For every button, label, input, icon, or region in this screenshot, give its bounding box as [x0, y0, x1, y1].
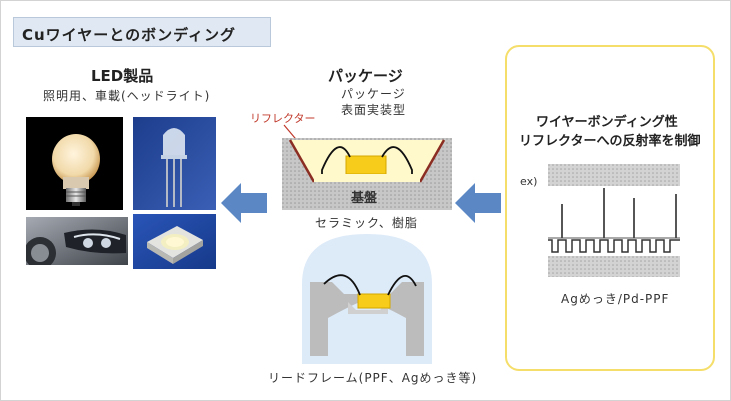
arrow-to-package: [455, 183, 501, 223]
title-box: Cuワイヤーとのボンディング: [13, 17, 271, 47]
reflector-label: リフレクター: [250, 112, 316, 125]
example-label: ex): [520, 175, 538, 188]
led-heading: LED製品: [91, 67, 154, 85]
material-label: セラミック、樹脂: [315, 216, 418, 230]
leadframe-label: リードフレーム(PPF、Agめっき等): [268, 371, 478, 385]
led-bulb-photo: [26, 117, 123, 210]
property-line2: リフレクターへの反射率を制御: [519, 134, 701, 149]
plating-cross-section: [548, 164, 680, 277]
leadframe-diagram: [302, 234, 432, 364]
arrow-to-led-products: [221, 183, 267, 223]
led-subheading: 照明用、車載(ヘッドライト): [43, 89, 211, 103]
package-heading: パッケージ: [328, 67, 403, 85]
smd-led-photo: [133, 214, 216, 269]
substrate-label: 基盤: [351, 191, 378, 206]
package-sub2: 表面実装型: [341, 103, 407, 117]
headlight-photo: [26, 217, 128, 265]
diagram-title: Cuワイヤーとのボンディング: [22, 26, 237, 44]
led-5mm-photo: [133, 117, 216, 210]
property-line1: ワイヤーボンディング性: [536, 115, 678, 130]
package-cross-section: [282, 138, 452, 210]
package-sub1: パッケージ: [341, 87, 406, 101]
plating-label: Agめっき/Pd-PPF: [561, 292, 670, 306]
